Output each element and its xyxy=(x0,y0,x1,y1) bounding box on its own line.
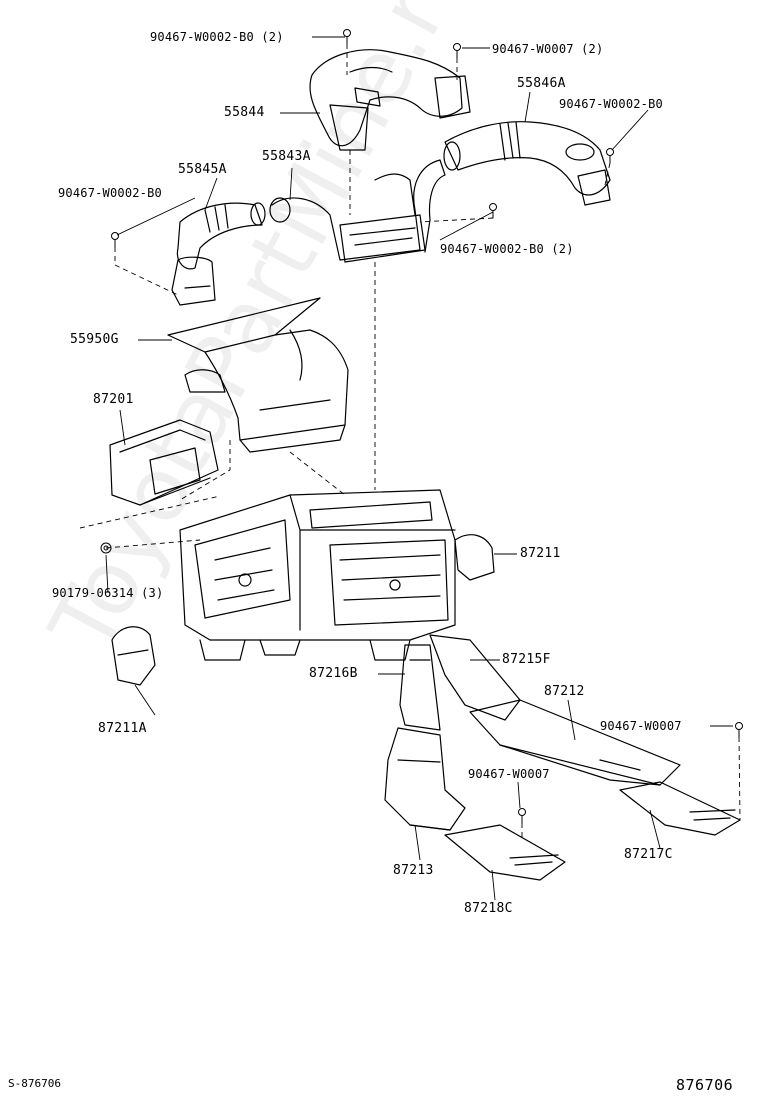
part-87218c-duct xyxy=(444,824,566,881)
label-87201: 87201 xyxy=(93,392,134,407)
heater-unit-assembly xyxy=(179,489,456,661)
label-90467-w0007-top: 90467-W0007 (2) xyxy=(492,42,604,56)
part-87211a-cover xyxy=(111,626,156,686)
part-55844-duct xyxy=(309,49,471,151)
label-90467-w0007-mid: 90467-W0007 xyxy=(468,767,550,781)
label-90179-06314: 90179-06314 (3) xyxy=(52,586,164,600)
part-87217c-duct xyxy=(619,781,741,836)
leader-lines xyxy=(105,36,733,901)
label-90467-w0007-right: 90467-W0007 xyxy=(600,719,682,733)
part-87212-duct xyxy=(469,699,681,786)
label-90467-w0002-b0-mid: 90467-W0002-B0 (2) xyxy=(440,242,574,256)
part-87211-cover xyxy=(454,534,495,581)
label-90467-w0002-b0-left: 90467-W0002-B0 xyxy=(58,186,162,200)
part-55846a-duct xyxy=(443,121,611,206)
footer-diagram-number: 876706 xyxy=(676,1076,734,1094)
part-55843a-duct xyxy=(269,159,446,263)
footer-drawing-code: S-876706 xyxy=(8,1077,61,1090)
label-55845a: 55845A xyxy=(178,162,227,177)
part-87215f-duct xyxy=(429,634,521,721)
label-90467-w0002-b0-right: 90467-W0002-B0 xyxy=(559,97,663,111)
part-87216b-duct xyxy=(399,644,441,731)
label-90467-w0002-b0-top: 90467-W0002-B0 (2) xyxy=(150,30,284,44)
label-87211a: 87211A xyxy=(98,721,147,736)
label-87212: 87212 xyxy=(544,684,585,699)
screw-icons xyxy=(100,29,743,824)
label-87213: 87213 xyxy=(393,863,434,878)
label-55843a: 55843A xyxy=(262,149,311,164)
label-55846a: 55846A xyxy=(517,76,566,91)
part-55950g-duct xyxy=(167,297,349,453)
part-87201-case xyxy=(109,419,219,506)
part-55845a-duct xyxy=(171,202,266,306)
part-87213-duct xyxy=(384,727,466,831)
label-55844: 55844 xyxy=(224,105,265,120)
label-87216b: 87216B xyxy=(309,666,358,681)
label-87211: 87211 xyxy=(520,546,561,561)
label-55950g: 55950G xyxy=(70,332,119,347)
label-87218c: 87218C xyxy=(464,901,513,916)
label-87217c: 87217C xyxy=(624,847,673,862)
label-87215f: 87215F xyxy=(502,652,551,667)
